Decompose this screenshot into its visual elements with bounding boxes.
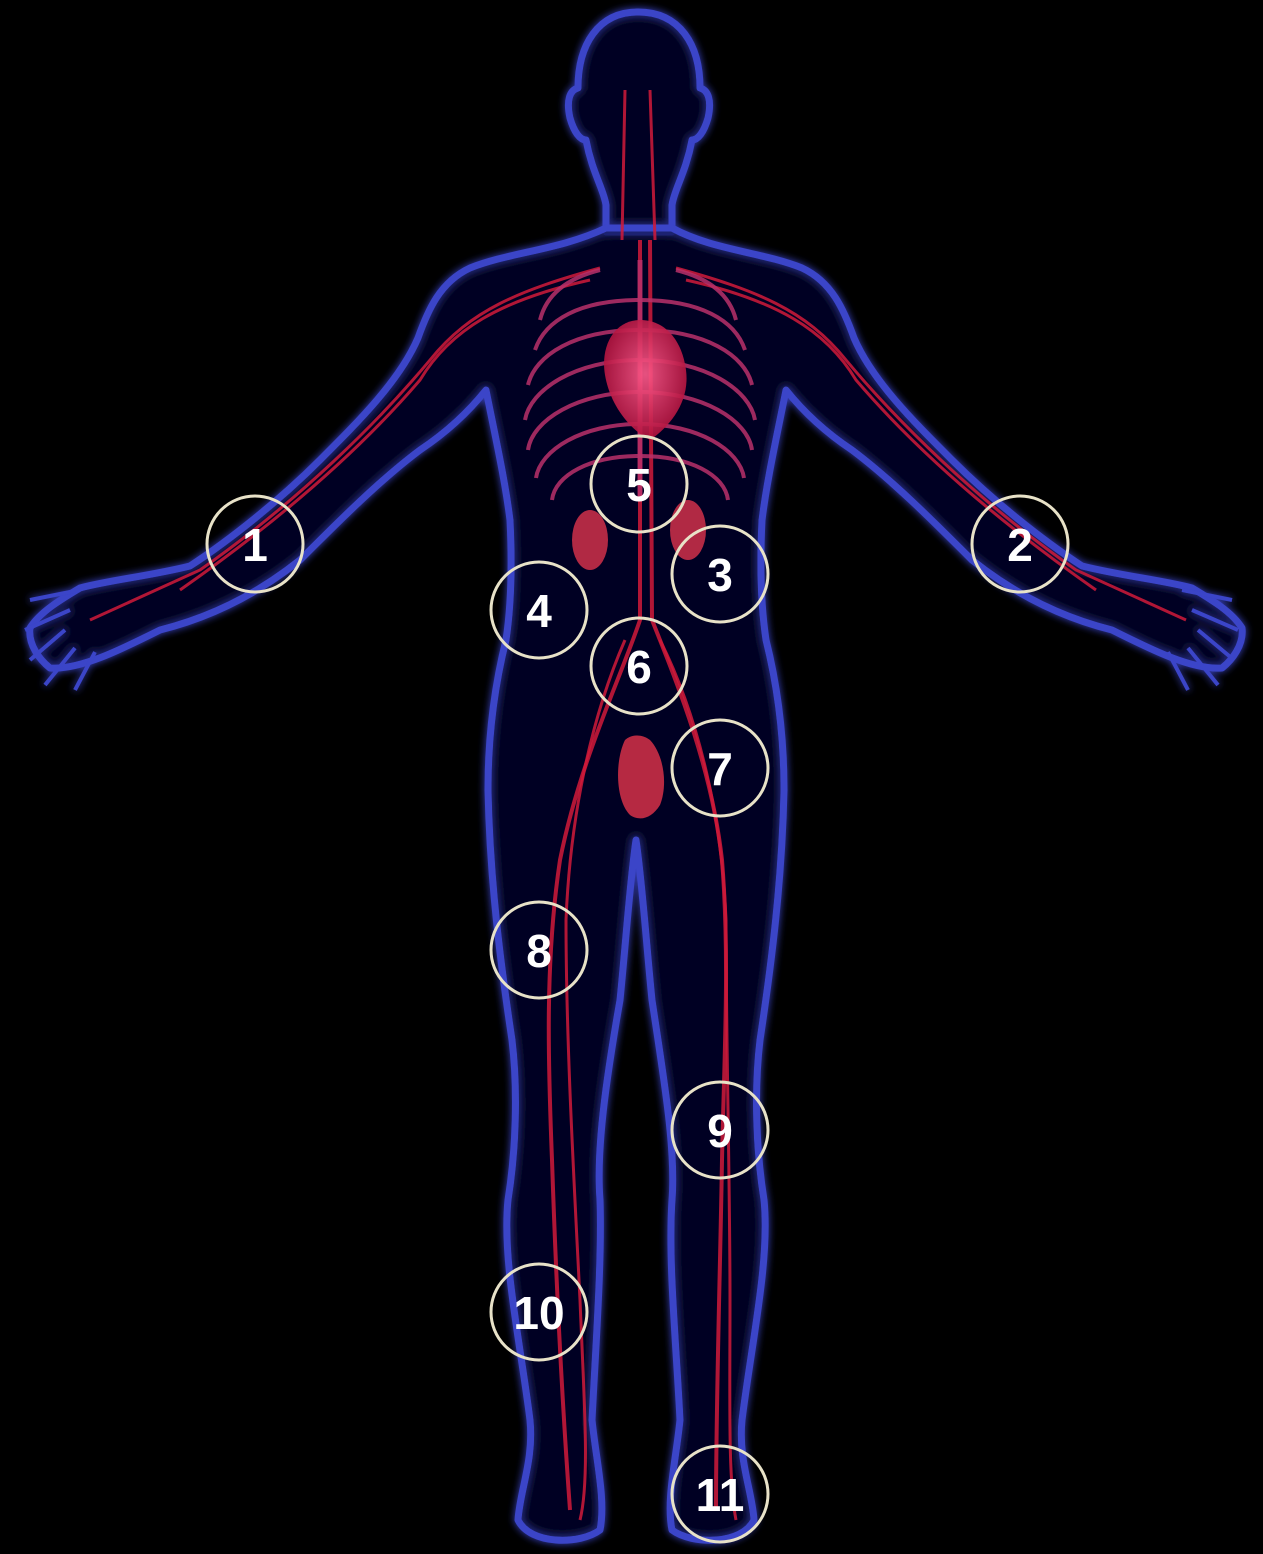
marker-label: 1 [242, 519, 268, 571]
marker-label: 8 [526, 925, 552, 977]
head-outline [568, 12, 709, 232]
marker-label: 11 [696, 1469, 745, 1521]
marker-label: 4 [526, 585, 552, 637]
marker-label: 3 [707, 549, 733, 601]
marker-label: 10 [513, 1287, 564, 1339]
marker-label: 6 [626, 641, 652, 693]
marker-label: 7 [707, 743, 733, 795]
marker-label: 9 [707, 1105, 733, 1157]
kidney-left [572, 510, 608, 570]
marker-label: 5 [626, 459, 652, 511]
marker-label: 2 [1007, 519, 1033, 571]
